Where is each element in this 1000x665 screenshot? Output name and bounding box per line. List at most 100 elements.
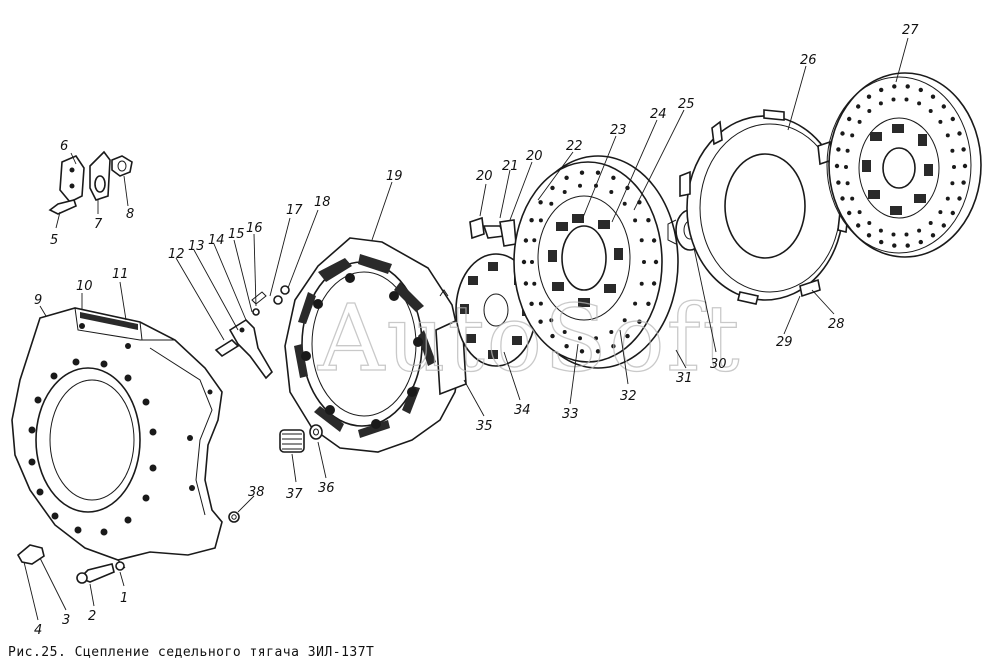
rivet-hole — [611, 175, 616, 180]
rivet-hole — [836, 180, 841, 185]
rivet-hole — [856, 223, 861, 228]
part-label: 6 — [60, 139, 68, 154]
rivet-hole — [950, 116, 955, 122]
rivet-hole — [850, 196, 855, 201]
rivet-hole — [538, 301, 543, 306]
rivet-hole — [845, 148, 850, 153]
rivet-hole — [930, 94, 936, 99]
rivet-hole — [866, 94, 872, 99]
rivet-hole — [840, 131, 845, 136]
rivet-hole — [891, 232, 896, 237]
part-label: 35 — [476, 419, 493, 434]
rivet-hole — [834, 163, 840, 169]
rivet-hole — [950, 181, 955, 186]
pressure-plate — [284, 237, 467, 453]
housing-bolts — [16, 511, 240, 584]
part-label: 27 — [902, 23, 919, 38]
part-label: 21 — [502, 159, 519, 174]
rivet-hole — [564, 175, 569, 180]
rivet-hole — [941, 223, 946, 228]
rivet-hole — [878, 101, 883, 106]
rivet-hole — [521, 259, 527, 265]
rivet-hole — [961, 147, 966, 152]
rivet-hole — [611, 344, 616, 349]
rivet-hole — [938, 210, 943, 215]
rivet-hole — [633, 301, 638, 306]
rivet-hole — [549, 318, 554, 323]
rivet-hole — [523, 281, 529, 286]
part-label: 20 — [476, 169, 493, 184]
part-label: 30 — [710, 357, 727, 372]
rivet-hole — [578, 183, 582, 188]
rivet-hole — [962, 163, 968, 169]
rivet-hole — [941, 104, 946, 109]
bracket-parts — [48, 150, 133, 215]
rivet-hole — [918, 87, 923, 93]
rivet-hole — [836, 147, 841, 152]
rivet-hole — [878, 228, 883, 233]
rivet-hole — [529, 301, 534, 306]
rivet-hole — [917, 101, 922, 106]
rivet-hole — [639, 238, 644, 243]
part-label: 32 — [620, 389, 637, 404]
part-label: 8 — [126, 207, 134, 222]
figure-caption: Рис.25. Сцепление седельного тягача ЗИЛ-… — [8, 645, 374, 660]
rivet-hole — [646, 301, 651, 306]
part-label: 34 — [514, 403, 531, 418]
rivet-hole — [579, 170, 585, 175]
rivet-hole — [867, 109, 872, 113]
part-label: 12 — [168, 247, 185, 262]
rivet-hole — [950, 148, 955, 153]
part-label: 24 — [650, 107, 667, 122]
rivet-hole — [609, 330, 614, 334]
driven-disc — [513, 155, 679, 369]
rivet-hole — [538, 319, 543, 324]
rivet-hole — [550, 333, 555, 339]
rivet-hole — [594, 336, 598, 341]
rivet-hole — [957, 131, 962, 136]
release-lever-assembly — [214, 285, 290, 380]
rivet-hole — [550, 185, 555, 191]
rivet-hole — [928, 109, 933, 113]
rivet-hole — [857, 210, 862, 215]
part-label: 25 — [678, 97, 695, 112]
rivet-hole — [892, 84, 897, 89]
rivet-hole — [961, 180, 966, 185]
rivet-hole — [928, 221, 933, 225]
rivet-hole — [538, 218, 543, 223]
rivet-hole — [879, 239, 884, 245]
rivet-hole — [845, 181, 850, 186]
rivet-hole — [905, 84, 910, 89]
rivet-hole — [642, 260, 646, 264]
clutch-housing — [11, 307, 223, 569]
rivet-hole — [609, 190, 614, 194]
part-label: 5 — [50, 233, 58, 248]
rivet-hole — [578, 336, 582, 341]
part-label: 28 — [828, 317, 845, 332]
rivet-hole — [622, 201, 627, 206]
rivet-hole — [564, 344, 569, 349]
rivet-hole — [952, 165, 956, 169]
rivet-hole — [950, 210, 955, 216]
rivet-hole — [595, 170, 601, 175]
part-label: 15 — [228, 227, 245, 242]
pressure-spring — [279, 424, 323, 453]
damper-parts — [469, 216, 517, 247]
rivet-hole — [945, 133, 950, 138]
rivet-hole — [523, 238, 529, 243]
part-label: 26 — [800, 53, 817, 68]
rivet-hole — [646, 218, 651, 223]
rivet-hole — [653, 259, 659, 265]
part-label: 2 — [88, 609, 96, 624]
watermark: AutoSoft — [317, 285, 742, 392]
part-label: 29 — [776, 335, 793, 350]
part-label: 16 — [246, 221, 263, 236]
rivet-hole — [856, 104, 861, 109]
rivet-hole — [532, 281, 537, 286]
part-label: 19 — [386, 169, 403, 184]
rivet-hole — [904, 232, 909, 237]
part-label: 23 — [610, 123, 627, 138]
rivet-hole — [625, 333, 630, 339]
rivet-hole — [579, 349, 585, 354]
